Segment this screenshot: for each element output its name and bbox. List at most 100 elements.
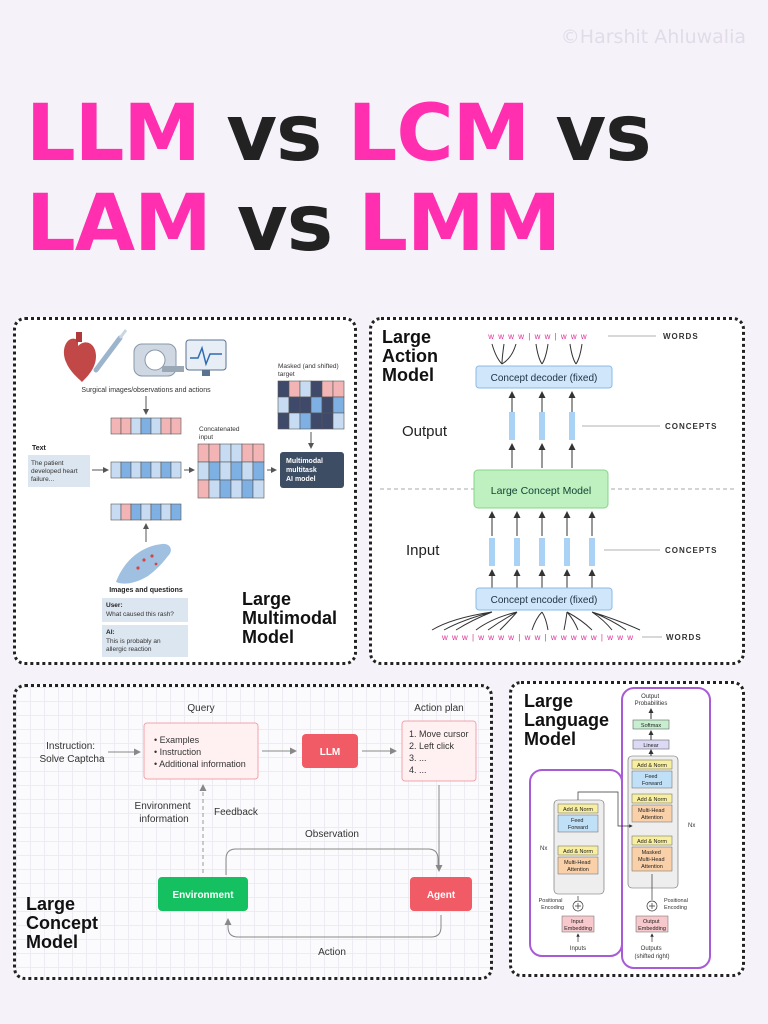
encoder-add-norm-label: Add & Norm — [563, 807, 593, 813]
concepts-label-top: CONCEPTS — [665, 422, 717, 431]
transformer-diagram: Output Probabilities Softmax Linear Add … — [529, 687, 711, 969]
image-token-row — [110, 503, 182, 521]
lmm-panel-label: Large Multimodal Model — [242, 589, 337, 647]
decoder-outline — [621, 687, 711, 969]
concept-encoder-box — [475, 587, 613, 611]
title-line-2: LAM vs LMM — [26, 179, 561, 269]
concept-decoder-box — [475, 365, 613, 389]
concatenated-caption: Concatenated input — [199, 426, 241, 441]
output-probabilities-text: Output Probabilities — [635, 694, 668, 707]
decoder-add-norm-label: Add & Norm — [637, 763, 667, 769]
decoder-feed-forward — [631, 770, 673, 789]
softmax-label: Softmax — [641, 723, 661, 729]
title-llm: LLM — [26, 89, 201, 179]
output-embedding-label: Output Embedding — [638, 919, 666, 932]
masked-target-caption: Masked (and shifted) target — [278, 363, 341, 378]
heart-icon — [63, 332, 96, 382]
query-heading: Query — [187, 703, 214, 714]
llm-box — [302, 734, 358, 768]
lcm-diagram: Query Action plan Instruction: Solve Cap… — [39, 703, 477, 958]
decoder-multi-head-attention — [631, 804, 673, 823]
text-header: Text — [32, 445, 47, 452]
large-concept-model-box — [473, 469, 609, 509]
text-input-box: The patient developed heart failure... — [31, 460, 79, 483]
masked-target-grid — [277, 380, 345, 430]
output-label: Output — [402, 423, 448, 440]
mri-scanner-icon — [133, 343, 184, 377]
action-plan-heading: Action plan — [414, 703, 463, 714]
environment-information-text: Environment information — [135, 801, 194, 825]
input-concept-bar — [539, 538, 545, 566]
concept-encoder-label: Concept encoder (fixed) — [491, 595, 598, 606]
decoder-positional-encoding: Positional Encoding — [664, 898, 689, 911]
masked-multi-head-attention — [631, 846, 673, 872]
lcm-panel-label: Large Concept Model — [26, 894, 98, 952]
agent-box — [410, 877, 472, 911]
title-vs: vs — [555, 89, 651, 179]
ai-bubble — [102, 625, 188, 657]
llm-panel-label: Large Language Model — [524, 691, 610, 749]
input-concept-bar — [589, 538, 595, 566]
linear-label: Linear — [643, 743, 658, 749]
decoder-add-norm — [631, 759, 673, 770]
lam-diagram: w w w w | w w | w w w WORDS Concept deco… — [380, 332, 734, 642]
input-embedding-label: Input Embedding — [564, 919, 592, 932]
output-concept-bar — [509, 412, 515, 440]
images-questions-caption: Images and questions — [109, 587, 183, 594]
query-box — [143, 722, 259, 780]
action-plan-box — [401, 720, 477, 782]
output-concept-bar — [539, 412, 545, 440]
surgical-token-row — [110, 417, 182, 435]
encoder-add-norm — [557, 803, 599, 814]
decoder-feed-forward-label: Feed Forward — [642, 774, 662, 787]
output-concept-bar — [569, 412, 575, 440]
decoder-add-norm-label: Add & Norm — [637, 839, 667, 845]
decoder-add-norm-label: Add & Norm — [637, 797, 667, 803]
words-label-bottom: WORDS — [666, 633, 702, 642]
softmax-box — [632, 719, 670, 730]
encoder-feed-forward-label: Feed Forward — [568, 818, 588, 831]
title-lcm: LCM — [347, 89, 531, 179]
title-line-1: LLM vs LCM vs — [26, 89, 652, 179]
input-concept-bar — [564, 538, 570, 566]
lmm-diagram: Surgical images/observations and actions… — [28, 329, 345, 657]
observation-label: Observation — [305, 829, 359, 840]
action-label: Action — [318, 947, 346, 958]
words-label-top: WORDS — [663, 332, 699, 341]
input-embedding-box — [561, 915, 595, 933]
hand-icon — [116, 543, 171, 584]
lmm-panel: Surgical images/observations and actions… — [13, 317, 357, 665]
outputs-label: Outputs (shifted right) — [634, 946, 669, 960]
lam-panel-label: Large Action Model — [382, 327, 438, 385]
title-vs: vs — [236, 179, 333, 269]
decoder-add-norm — [631, 793, 673, 804]
action-plan-items: 1. Move cursor 2. Left click 3. ... 4. .… — [409, 729, 471, 775]
user-label: User: — [106, 602, 123, 609]
multimodal-model-label: Multimodal multitask AI model — [286, 458, 325, 483]
multimodal-model-box — [280, 452, 344, 488]
input-concept-bar — [489, 538, 495, 566]
encoder-nx-label: Nx — [540, 846, 547, 852]
decoder-add-norm — [631, 835, 673, 846]
title-vs: vs — [226, 89, 322, 179]
bottom-word-tokens: w w w | w w w w | w w | w w w w w | w w … — [441, 633, 634, 642]
ai-answer: This is probably an allergic reaction — [106, 638, 162, 653]
surgical-caption: Surgical images/observations and actions — [81, 387, 211, 394]
user-bubble — [102, 598, 188, 622]
encoder-positional-encoding: Positional Encoding — [539, 898, 564, 911]
masked-mha-label: Masked Multi-Head Attention — [638, 850, 666, 870]
concepts-label-bottom: CONCEPTS — [665, 546, 717, 555]
monitor-icon — [185, 339, 227, 376]
ai-label: AI: — [106, 629, 115, 636]
lcm-panel: Query Action plan Instruction: Solve Cap… — [13, 684, 493, 980]
environment-box — [158, 877, 248, 911]
environment-label: Environment — [172, 890, 234, 901]
inputs-label: Inputs — [570, 946, 586, 952]
scalpel-icon — [93, 329, 128, 373]
encoder-multi-head-attention — [557, 856, 599, 875]
encoder-feed-forward — [557, 814, 599, 833]
title-lam: LAM — [26, 179, 212, 269]
encoder-add-norm — [557, 845, 599, 856]
query-items: • Examples • Instruction • Additional in… — [154, 735, 246, 769]
decoder-mha-label: Multi-Head Attention — [638, 808, 666, 821]
